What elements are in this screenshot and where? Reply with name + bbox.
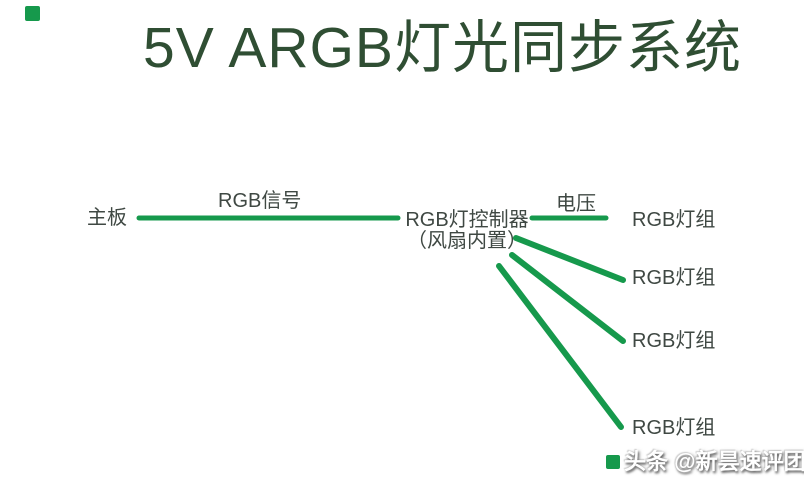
fanout-line-3	[496, 263, 624, 430]
light-group-label-1: RGB灯组	[632, 209, 716, 231]
fanout-line-2	[509, 252, 626, 344]
watermark-text: 头条 @新昙速评团	[624, 449, 804, 474]
corner-green-square-icon	[25, 6, 40, 21]
voltage-label: 电压	[556, 193, 596, 215]
light-group-label-4: RGB灯组	[632, 417, 716, 439]
page-title: 5V ARGB灯光同步系统	[143, 16, 742, 80]
watermark-green-square-icon	[606, 455, 620, 469]
light-group-label-2: RGB灯组	[632, 267, 716, 289]
motherboard-label: 主板	[87, 207, 127, 229]
controller-label: RGB灯控制器	[405, 209, 529, 231]
light-group-label-3: RGB灯组	[632, 330, 716, 352]
rgb-signal-label: RGB信号	[218, 190, 302, 212]
controller-note-label: （风扇内置）	[407, 230, 527, 252]
fanout-line-1	[513, 235, 626, 283]
